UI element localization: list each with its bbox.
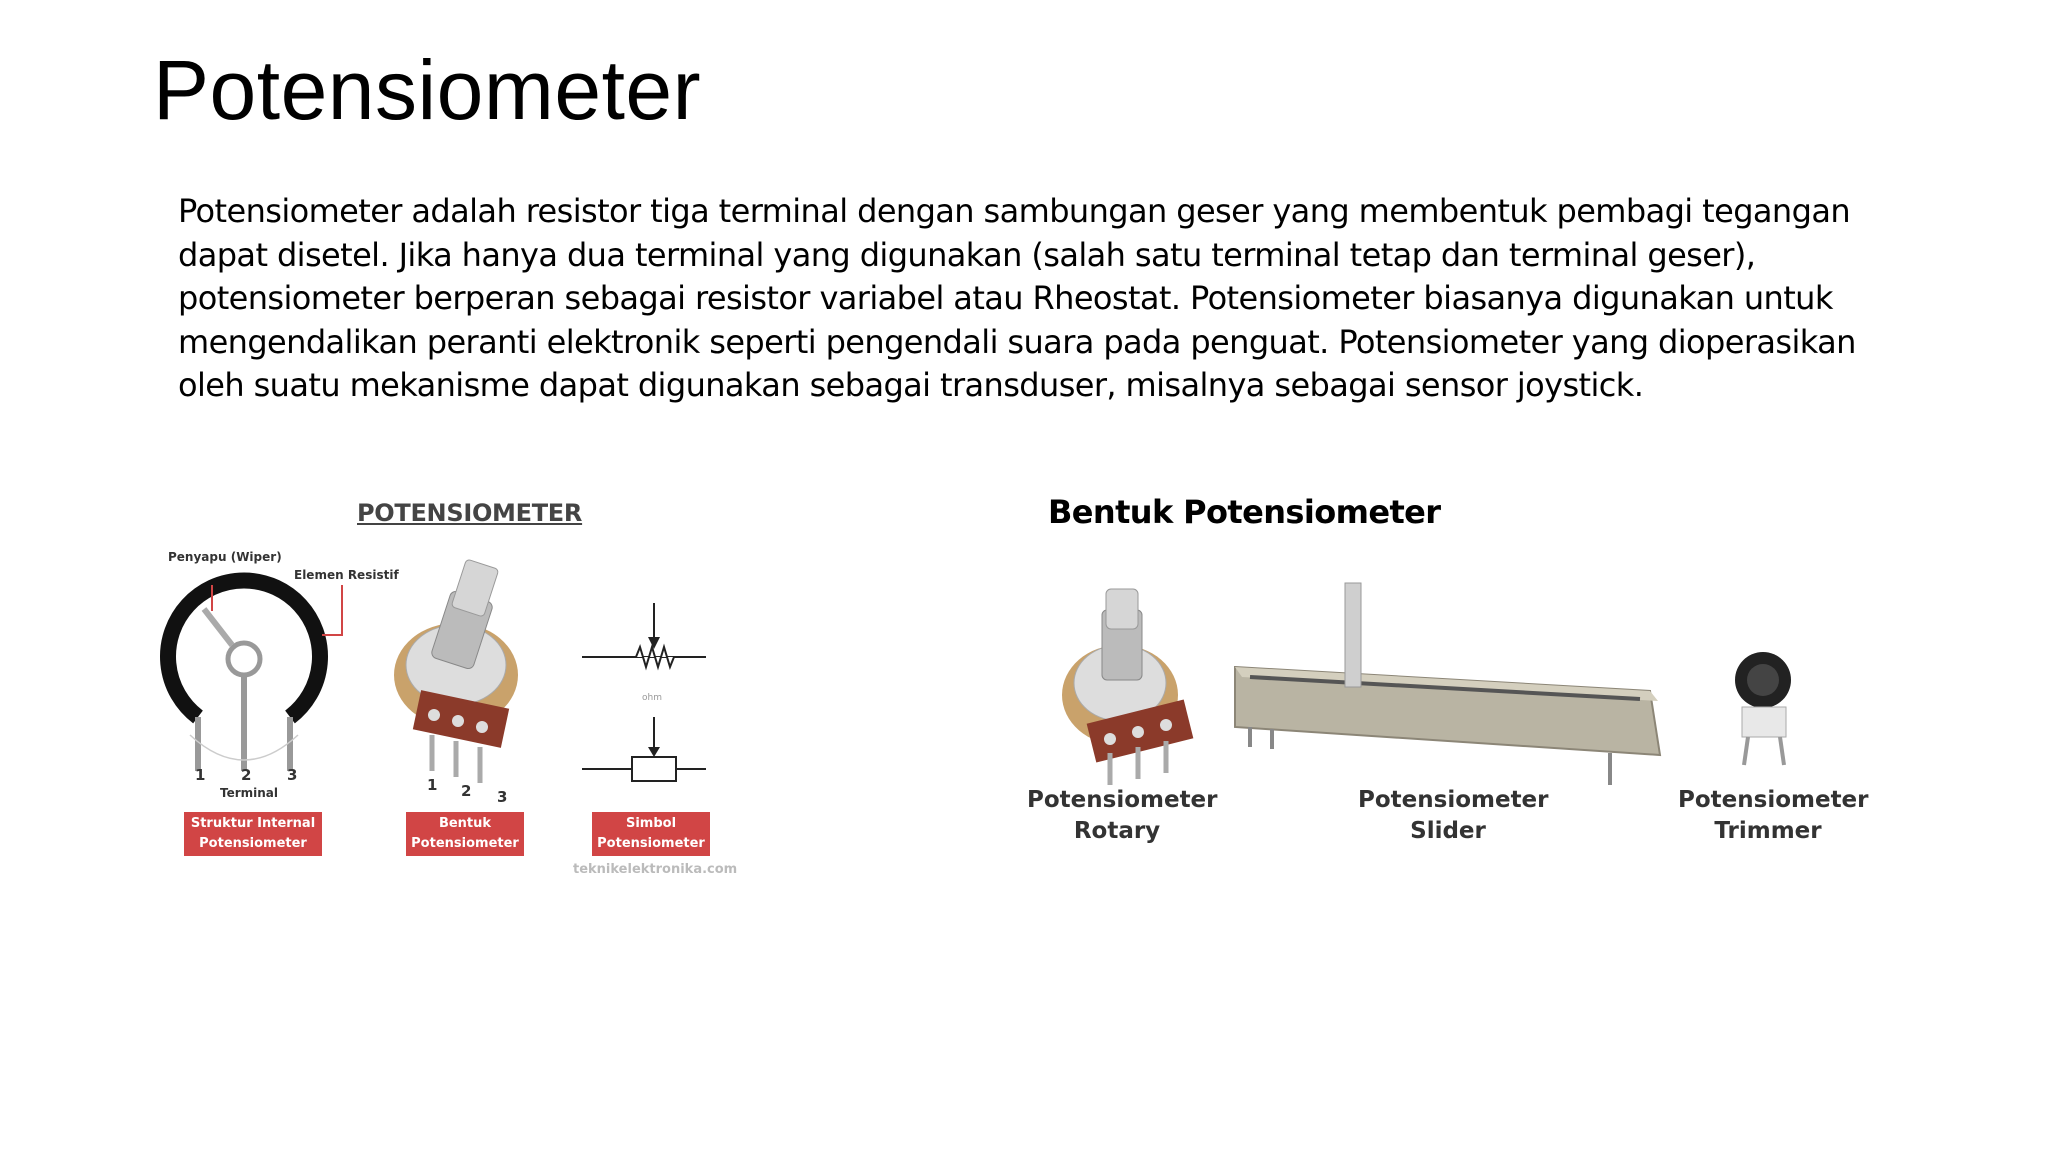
trimmer-pot-photo <box>1735 652 1791 766</box>
pot-pin-2: 2 <box>461 782 472 800</box>
terminal-number-2: 2 <box>241 766 252 784</box>
right-figure-heading: Bentuk Potensiometer <box>1048 493 1441 531</box>
pot-types-illustration <box>1062 582 1791 785</box>
terminal-number-3: 3 <box>287 766 298 784</box>
schematic-symbols: ohm <box>582 603 706 782</box>
rotary-pot-photo-small <box>394 559 518 783</box>
slide-title: Potensiometer <box>153 43 702 137</box>
wiper-label: Penyapu (Wiper) <box>168 550 282 564</box>
left-illustration: ohm <box>160 559 706 783</box>
terminal-label: Terminal <box>220 786 279 800</box>
left-figure-title: POTENSIOMETER <box>357 499 583 527</box>
element-label: Elemen Resistif <box>294 568 399 582</box>
slider-pot-photo <box>1234 582 1662 785</box>
symbol-unit-label: ohm <box>642 693 662 703</box>
pot-pin-3: 3 <box>497 788 508 806</box>
watermark: teknikelektronika.com <box>573 862 738 877</box>
internal-structure-diagram <box>160 572 343 771</box>
rotary-pot-photo <box>1062 588 1194 785</box>
pot-pin-1: 1 <box>427 776 438 794</box>
terminal-number-1: 1 <box>195 766 206 784</box>
body-paragraph: Potensiometer adalah resistor tiga termi… <box>178 192 1856 404</box>
